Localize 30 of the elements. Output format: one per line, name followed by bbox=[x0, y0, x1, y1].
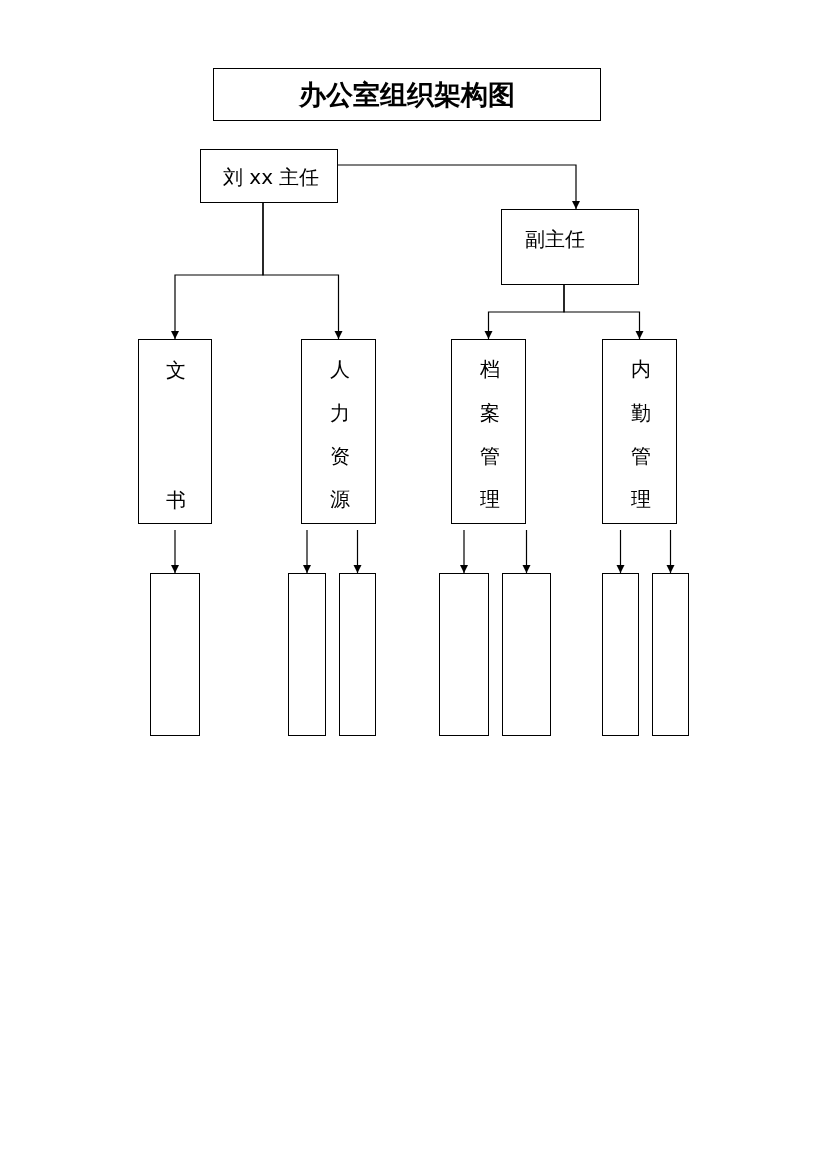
arrow bbox=[666, 529, 675, 574]
position-box bbox=[200, 149, 338, 203]
empty-box bbox=[150, 573, 200, 736]
arrow bbox=[302, 529, 312, 574]
arrow bbox=[170, 529, 180, 574]
position-name: 副主任 bbox=[525, 226, 585, 253]
position-name: 刘 xx 主任 bbox=[223, 164, 320, 191]
department-box bbox=[602, 339, 677, 524]
department-name: 人力资源 bbox=[329, 356, 350, 514]
position-box bbox=[501, 209, 639, 285]
department-box bbox=[138, 339, 212, 524]
arrow bbox=[563, 284, 644, 340]
arrow bbox=[522, 529, 531, 574]
empty-box bbox=[652, 573, 689, 736]
empty-box bbox=[602, 573, 639, 736]
arrow bbox=[459, 529, 469, 574]
arrow bbox=[616, 529, 625, 574]
arrow bbox=[353, 529, 362, 574]
empty-box bbox=[502, 573, 551, 736]
department-box bbox=[451, 339, 526, 524]
department-box bbox=[301, 339, 376, 524]
arrow bbox=[262, 202, 343, 340]
arrow bbox=[337, 164, 581, 210]
empty-box bbox=[439, 573, 489, 736]
empty-box bbox=[339, 573, 376, 736]
department-name: 档案管理 bbox=[479, 356, 500, 514]
title-box: 办公室组织架构图 bbox=[213, 68, 601, 121]
department-name: 文书 bbox=[166, 357, 186, 514]
department-name: 内勤管理 bbox=[630, 356, 651, 514]
empty-box bbox=[288, 573, 326, 736]
